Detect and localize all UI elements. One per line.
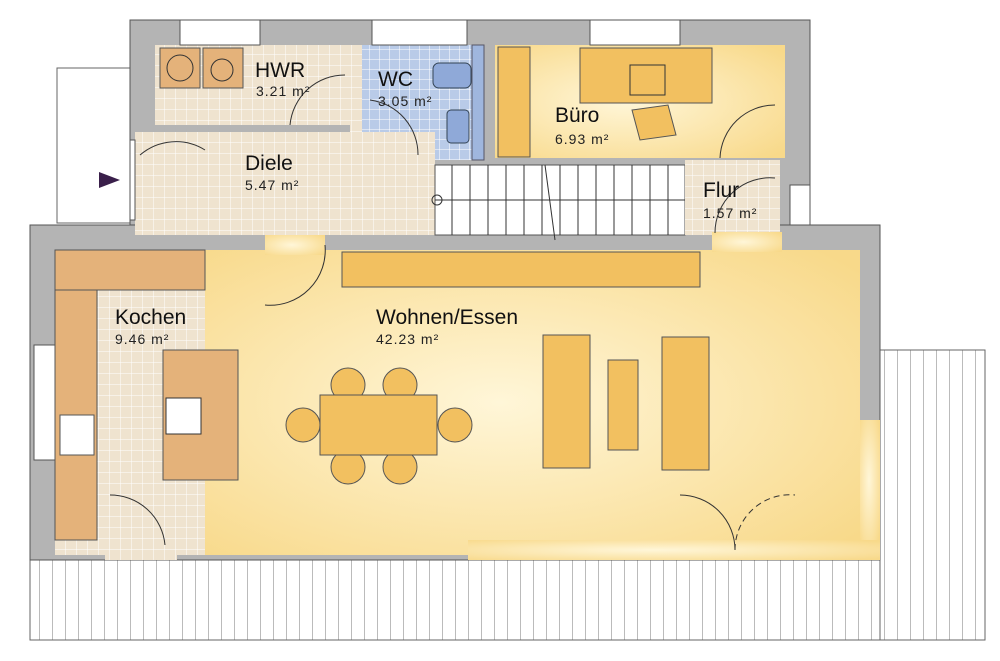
- balcony: [56, 67, 133, 224]
- room-diele: Diele 5.47 m²: [245, 152, 299, 193]
- room-name: HWR: [255, 59, 305, 82]
- stair-steps: [431, 164, 685, 241]
- kitchen-counter: [54, 249, 206, 541]
- room-name: Wohnen/Essen: [376, 306, 518, 329]
- sofa-right: [661, 336, 710, 471]
- sink-icon: [446, 109, 470, 144]
- desk: [579, 47, 713, 104]
- sideboard: [341, 251, 701, 288]
- room-name: Büro: [555, 104, 599, 127]
- room-area: 1.57 m²: [703, 205, 757, 221]
- lounge-chair: [607, 359, 639, 451]
- room-wohnen-essen: Wohnen/Essen 42.23 m²: [376, 306, 518, 347]
- room-area: 5.47 m²: [245, 177, 299, 193]
- room-area: 3.21 m²: [256, 83, 310, 99]
- room-wc: WC 3.05 m²: [378, 68, 432, 109]
- room-name: WC: [378, 68, 413, 91]
- entrance-arrow-icon: [99, 172, 120, 188]
- diele-floor: [135, 132, 435, 235]
- doors: [109, 74, 796, 551]
- living-floor: [205, 250, 860, 555]
- room-area: 6.93 m²: [555, 131, 609, 147]
- room-area: 9.46 m²: [115, 331, 169, 347]
- dining-set: [285, 367, 473, 485]
- terrace: [29, 349, 986, 641]
- cooktop-icon: [165, 397, 202, 435]
- room-flur: Flur 1.57 m²: [703, 179, 757, 221]
- washing-machines: [159, 47, 244, 89]
- room-area: 42.23 m²: [376, 331, 439, 347]
- room-buero: Büro 6.93 m²: [555, 104, 609, 147]
- room-kochen: Kochen 9.46 m²: [115, 306, 186, 347]
- room-name: Kochen: [115, 306, 186, 329]
- windows: [33, 19, 811, 461]
- room-area: 3.05 m²: [378, 93, 432, 109]
- toilet-icon: [432, 62, 472, 89]
- office-chair: [631, 104, 677, 141]
- wardrobe: [497, 46, 531, 158]
- room-name: Diele: [245, 152, 293, 175]
- room-name: Flur: [703, 179, 739, 202]
- flur-floor: [685, 160, 780, 235]
- sofa-left: [542, 334, 591, 469]
